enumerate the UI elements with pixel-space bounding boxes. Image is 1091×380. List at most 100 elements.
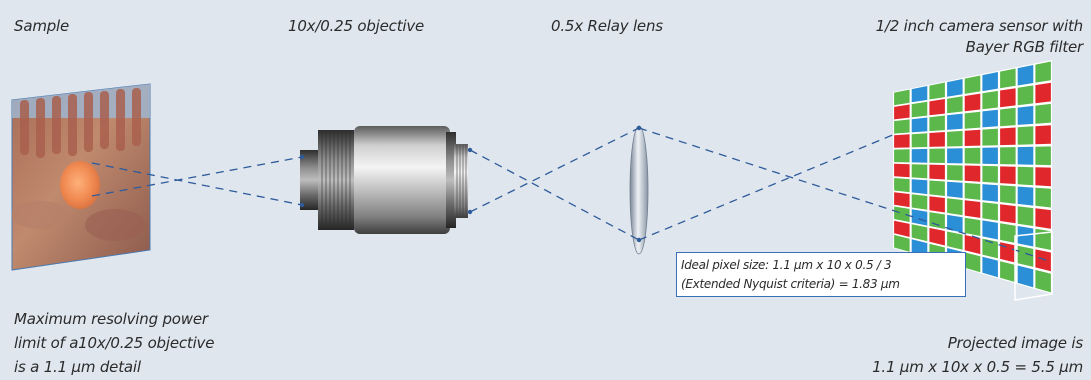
bayer-pixel-green <box>947 165 963 181</box>
sample-tissue-image <box>11 83 151 271</box>
bayer-pixel-green <box>982 202 998 221</box>
bayer-pixel-blue <box>1017 65 1034 86</box>
bayer-pixel-red <box>964 129 981 146</box>
ray <box>91 156 303 197</box>
label-sensor-line1: 1/2 inch camera sensor with <box>875 17 1084 35</box>
bayer-pixel-red <box>894 134 910 148</box>
projected-note-line2: 1.1 µm x 10x x 0.5 = 5.5 µm <box>872 358 1083 376</box>
bayer-pixel-red <box>964 93 981 112</box>
bayer-pixel-green <box>1017 245 1034 267</box>
ray-dot <box>299 202 305 208</box>
bayer-pixel-red <box>894 220 910 237</box>
bayer-pixel-red <box>964 200 981 218</box>
bayer-pixel-red <box>964 165 981 182</box>
ray-dot <box>299 154 305 160</box>
bayer-pixel-green <box>1017 166 1034 186</box>
bayer-pixel-green <box>1035 269 1051 293</box>
bayer-pixel-blue <box>1017 186 1034 206</box>
bayer-pixel-green <box>929 180 945 196</box>
bayer-pixel-green <box>894 178 910 193</box>
bayer-pixel-green <box>1017 85 1034 106</box>
bayer-pixel-blue <box>982 109 998 128</box>
bayer-pixel-green <box>982 165 998 183</box>
bayer-pixel-red <box>929 227 945 246</box>
label-objective: 10x/0.25 objective <box>288 17 425 35</box>
bayer-pixel-red <box>894 192 910 208</box>
ray <box>638 133 896 241</box>
resolving-note-line2: limit of a10x/0.25 objective <box>14 334 215 352</box>
label-relay-lens: 0.5x Relay lens <box>551 17 663 35</box>
bayer-pixel-blue <box>982 184 998 202</box>
bayer-pixel-green <box>964 111 981 129</box>
bayer-pixel-green <box>1035 103 1051 124</box>
bayer-pixel-green <box>1035 61 1051 83</box>
bayer-pixel-red <box>894 163 910 178</box>
bayer-pixel-blue <box>982 256 998 278</box>
bayer-pixel-red <box>929 196 945 213</box>
bayer-pixel-green <box>894 234 910 252</box>
bayer-pixel-green <box>1000 223 1016 243</box>
ray-dot <box>467 147 473 153</box>
objective-lens-body <box>300 126 468 234</box>
bayer-pixel-green <box>964 182 981 200</box>
bayer-pixel-blue <box>947 79 963 97</box>
bayer-pixel-green <box>964 75 981 94</box>
bayer-pixel-red <box>929 132 945 147</box>
ray <box>638 127 1053 263</box>
bayer-pixel-green <box>964 147 981 164</box>
bayer-pixel-blue <box>911 86 928 103</box>
bayer-pixel-blue <box>1017 226 1034 247</box>
label-sample: Sample <box>14 17 70 35</box>
bayer-pixel-green <box>947 198 963 216</box>
bayer-pixel-blue <box>1017 105 1034 125</box>
bayer-pixel-blue <box>1017 265 1034 288</box>
resolving-note-line1: Maximum resolving power <box>14 310 208 328</box>
bayer-pixel-blue <box>947 113 963 130</box>
bayer-pixel-green <box>964 217 981 236</box>
projected-note-line1: Projected image is <box>947 334 1084 352</box>
bayer-pixel-blue <box>947 148 963 164</box>
bayer-pixel-red <box>1035 125 1051 145</box>
bayer-pixel-green <box>1000 107 1016 127</box>
bayer-pixel-green <box>894 149 910 163</box>
light-rays <box>91 127 1053 263</box>
bayer-pixel-red <box>1035 82 1051 104</box>
bayer-pixel-green <box>911 101 928 118</box>
bayer-pixel-red <box>1000 242 1016 263</box>
bayer-pixel-green <box>911 133 928 148</box>
bayer-pixel-blue <box>982 72 998 92</box>
bayer-pixel-red <box>1035 208 1051 229</box>
bayer-pixel-blue <box>911 148 928 163</box>
bayer-pixel-green <box>894 206 910 223</box>
bayer-pixel-green <box>929 212 945 229</box>
sample-spot <box>60 161 100 209</box>
bayer-pixel-red <box>929 164 945 180</box>
pixel-size-line2: (Extended Nyquist criteria) = 1.83 µm <box>681 277 900 291</box>
bayer-pixel-red <box>1035 167 1051 187</box>
bayer-pixel-red <box>894 104 910 120</box>
bayer-pixel-green <box>911 164 928 179</box>
bayer-pixel-blue <box>911 117 928 133</box>
bayer-pixel-red <box>1000 204 1016 224</box>
ray <box>469 127 640 213</box>
bayer-pixel-red <box>1000 166 1016 184</box>
bayer-pixel-green <box>982 238 998 259</box>
bayer-pixel-green <box>911 194 928 210</box>
projected-detail-box <box>1014 231 1053 301</box>
bayer-pixel-green <box>1000 68 1016 89</box>
bayer-pixel-red <box>964 235 981 255</box>
bayer-pixel-blue <box>982 220 998 240</box>
ray-dots <box>299 125 642 243</box>
ray-dot <box>636 237 642 243</box>
bayer-pixel-green <box>911 224 928 242</box>
bayer-pixel-green <box>1000 261 1016 283</box>
bayer-sensor <box>893 60 1052 294</box>
bayer-pixel-blue <box>911 209 928 226</box>
bayer-pixel-green <box>1017 206 1034 226</box>
ray <box>91 162 303 206</box>
ray-dot <box>636 125 642 131</box>
bayer-pixel-blue <box>947 181 963 198</box>
bayer-pixel-green <box>929 148 945 163</box>
bayer-pixel-green <box>1035 187 1051 208</box>
